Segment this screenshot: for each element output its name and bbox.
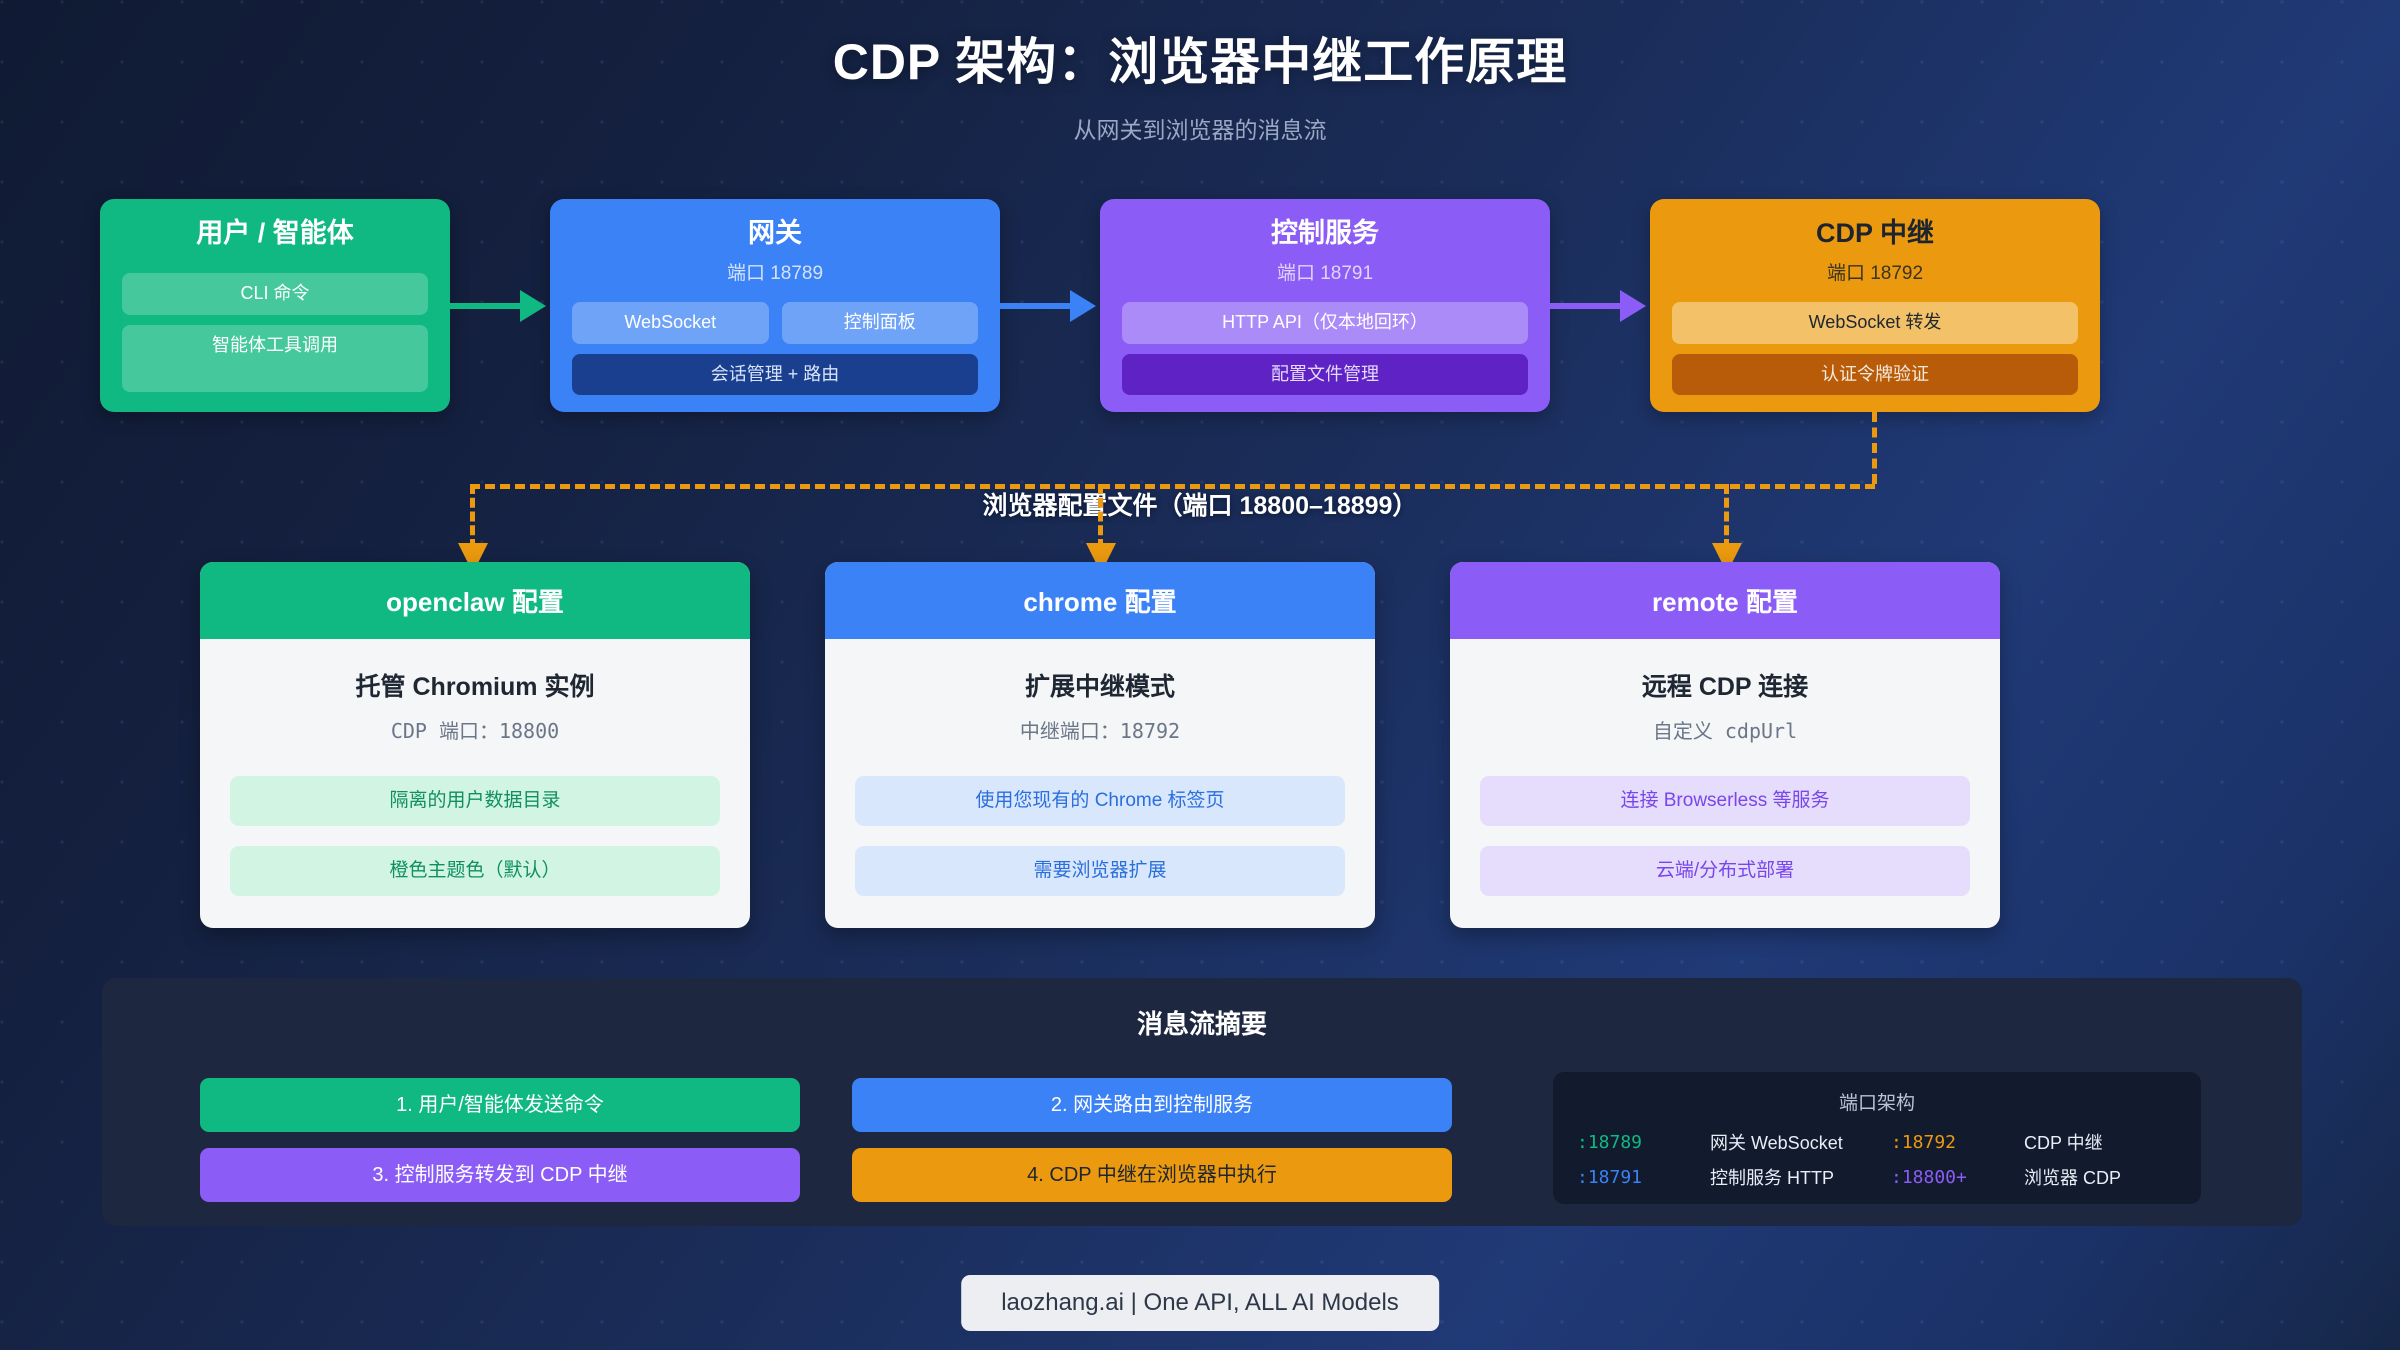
profile-card-chrome[interactable]: chrome 配置 扩展中继模式 中继端口：18792 使用您现有的 Chrom… bbox=[825, 562, 1375, 928]
profile-pill-theme-color[interactable]: 橙色主题色（默认） bbox=[230, 845, 720, 896]
chip-row: WebSocket 控制面板 bbox=[572, 301, 978, 344]
bus-drop-from-relay bbox=[1872, 412, 1877, 484]
node-cdp-relay[interactable]: CDP 中继 端口 18792 WebSocket 转发 认证令牌验证 bbox=[1650, 199, 2100, 412]
profile-card-openclaw[interactable]: openclaw 配置 托管 Chromium 实例 CDP 端口：18800 … bbox=[200, 562, 750, 928]
profile-card-header: openclaw 配置 bbox=[200, 562, 750, 639]
node-title: 控制服务 bbox=[1271, 218, 1379, 248]
chip-row: WebSocket 转发 bbox=[1672, 301, 2078, 344]
connector-gateway-to-control bbox=[1000, 303, 1075, 309]
node-user-agent[interactable]: 用户 / 智能体 CLI 命令 智能体工具调用 bbox=[100, 199, 450, 412]
arrowhead-control-to-relay bbox=[1620, 290, 1646, 322]
chip-http-api[interactable]: HTTP API（仅本地回环） bbox=[1122, 301, 1528, 344]
port-label: 浏览器 CDP bbox=[2024, 1168, 2122, 1188]
node-title: 网关 bbox=[748, 218, 802, 248]
summary-title: 消息流摘要 bbox=[1136, 1009, 1267, 1039]
profile-pill-browserless[interactable]: 连接 Browserless 等服务 bbox=[1480, 776, 1970, 826]
chip-cli-command[interactable]: CLI 命令 bbox=[122, 272, 428, 315]
profile-card-body: 远程 CDP 连接 自定义 cdpUrl 连接 Browserless 等服务 … bbox=[1450, 639, 2000, 928]
profile-card-body: 扩展中继模式 中继端口：18792 使用您现有的 Chrome 标签页 需要浏览… bbox=[825, 639, 1375, 928]
port-label: 网关 WebSocket bbox=[1710, 1133, 1843, 1153]
summary-step-1[interactable]: 1. 用户/智能体发送命令 bbox=[200, 1078, 800, 1132]
chip-websocket[interactable]: WebSocket bbox=[572, 301, 769, 344]
profile-sub-text: CDP 端口：18800 bbox=[390, 719, 560, 743]
node-port: 端口 18791 bbox=[1276, 262, 1374, 284]
profile-sub-text: 中继端口：18792 bbox=[1019, 719, 1181, 743]
profile-card-header: remote 配置 bbox=[1450, 562, 2000, 639]
port-architecture-grid: :18789 网关 WebSocket :18792 CDP 中继 :18791… bbox=[1577, 1129, 2177, 1190]
bus-branch-remote bbox=[1724, 484, 1729, 549]
node-title: CDP 中继 bbox=[1815, 218, 1935, 248]
node-control-service[interactable]: 控制服务 端口 18791 HTTP API（仅本地回环） 配置文件管理 bbox=[1100, 199, 1550, 412]
profile-card-header: chrome 配置 bbox=[825, 562, 1375, 639]
node-port: 端口 18792 bbox=[1826, 262, 1924, 284]
profile-main-text: 扩展中继模式 bbox=[1024, 673, 1175, 701]
profile-pill-cloud-deploy[interactable]: 云端/分布式部署 bbox=[1480, 845, 1970, 896]
profile-main-text: 远程 CDP 连接 bbox=[1641, 673, 1809, 701]
node-port: 端口 18789 bbox=[726, 262, 824, 284]
bus-branch-openclaw bbox=[470, 484, 475, 549]
connector-user-to-gateway bbox=[450, 303, 525, 309]
bus-horizontal bbox=[470, 484, 1875, 489]
header: CDP 架构：浏览器中继工作原理 从网关到浏览器的消息流 bbox=[0, 22, 2400, 145]
port-label: 控制服务 HTTP bbox=[1710, 1168, 1834, 1188]
profile-main-text: 托管 Chromium 实例 bbox=[355, 673, 595, 701]
node-gateway[interactable]: 网关 端口 18789 WebSocket 控制面板 会话管理 + 路由 bbox=[550, 199, 1000, 412]
chip-profile-management[interactable]: 配置文件管理 bbox=[1122, 353, 1528, 396]
chip-websocket-forward[interactable]: WebSocket 转发 bbox=[1672, 301, 2078, 344]
node-title: 用户 / 智能体 bbox=[196, 218, 354, 248]
profile-card-remote[interactable]: remote 配置 远程 CDP 连接 自定义 cdpUrl 连接 Browse… bbox=[1450, 562, 2000, 928]
profile-pill-needs-extension[interactable]: 需要浏览器扩展 bbox=[855, 845, 1345, 896]
profile-card-body: 托管 Chromium 实例 CDP 端口：18800 隔离的用户数据目录 橙色… bbox=[200, 639, 750, 928]
chip-auth-token-verify[interactable]: 认证令牌验证 bbox=[1672, 353, 2078, 396]
port-number: :18800+ bbox=[1891, 1166, 1967, 1188]
arrowhead-user-to-gateway bbox=[520, 290, 546, 322]
summary-step-2[interactable]: 2. 网关路由到控制服务 bbox=[852, 1078, 1452, 1132]
chip-agent-tool-call[interactable]: 智能体工具调用 bbox=[122, 324, 428, 392]
port-number: :18792 bbox=[1891, 1131, 1957, 1153]
bus-branch-chrome bbox=[1098, 484, 1103, 549]
page-title: CDP 架构：浏览器中继工作原理 bbox=[832, 34, 1568, 90]
chip-session-routing[interactable]: 会话管理 + 路由 bbox=[572, 353, 978, 396]
connector-control-to-relay bbox=[1550, 303, 1625, 309]
port-number: :18789 bbox=[1577, 1131, 1643, 1153]
port-architecture-panel: 端口架构 :18789 网关 WebSocket :18792 CDP 中继 :… bbox=[1553, 1072, 2201, 1204]
chip-row: HTTP API（仅本地回环） bbox=[1122, 301, 1528, 344]
summary-step-3[interactable]: 3. 控制服务转发到 CDP 中继 bbox=[200, 1148, 800, 1202]
summary-step-4[interactable]: 4. CDP 中继在浏览器中执行 bbox=[852, 1148, 1452, 1202]
footer-badge: laozhang.ai | One API, ALL AI Models bbox=[961, 1275, 1439, 1331]
port-architecture-title: 端口架构 bbox=[1838, 1093, 1915, 1114]
page-subtitle: 从网关到浏览器的消息流 bbox=[1073, 117, 1327, 143]
chip-control-panel[interactable]: 控制面板 bbox=[781, 301, 978, 344]
chip-row: CLI 命令 bbox=[122, 272, 428, 315]
profile-sub-text: 自定义 cdpUrl bbox=[1652, 719, 1798, 743]
port-number: :18791 bbox=[1577, 1166, 1643, 1188]
bus-label: 浏览器配置文件（端口 18800–18899） bbox=[982, 492, 1418, 520]
profile-pill-isolated-profile[interactable]: 隔离的用户数据目录 bbox=[230, 776, 720, 826]
port-label: CDP 中继 bbox=[2024, 1133, 2103, 1153]
arrowhead-gateway-to-control bbox=[1070, 290, 1096, 322]
profile-pill-existing-tabs[interactable]: 使用您现有的 Chrome 标签页 bbox=[855, 776, 1345, 826]
